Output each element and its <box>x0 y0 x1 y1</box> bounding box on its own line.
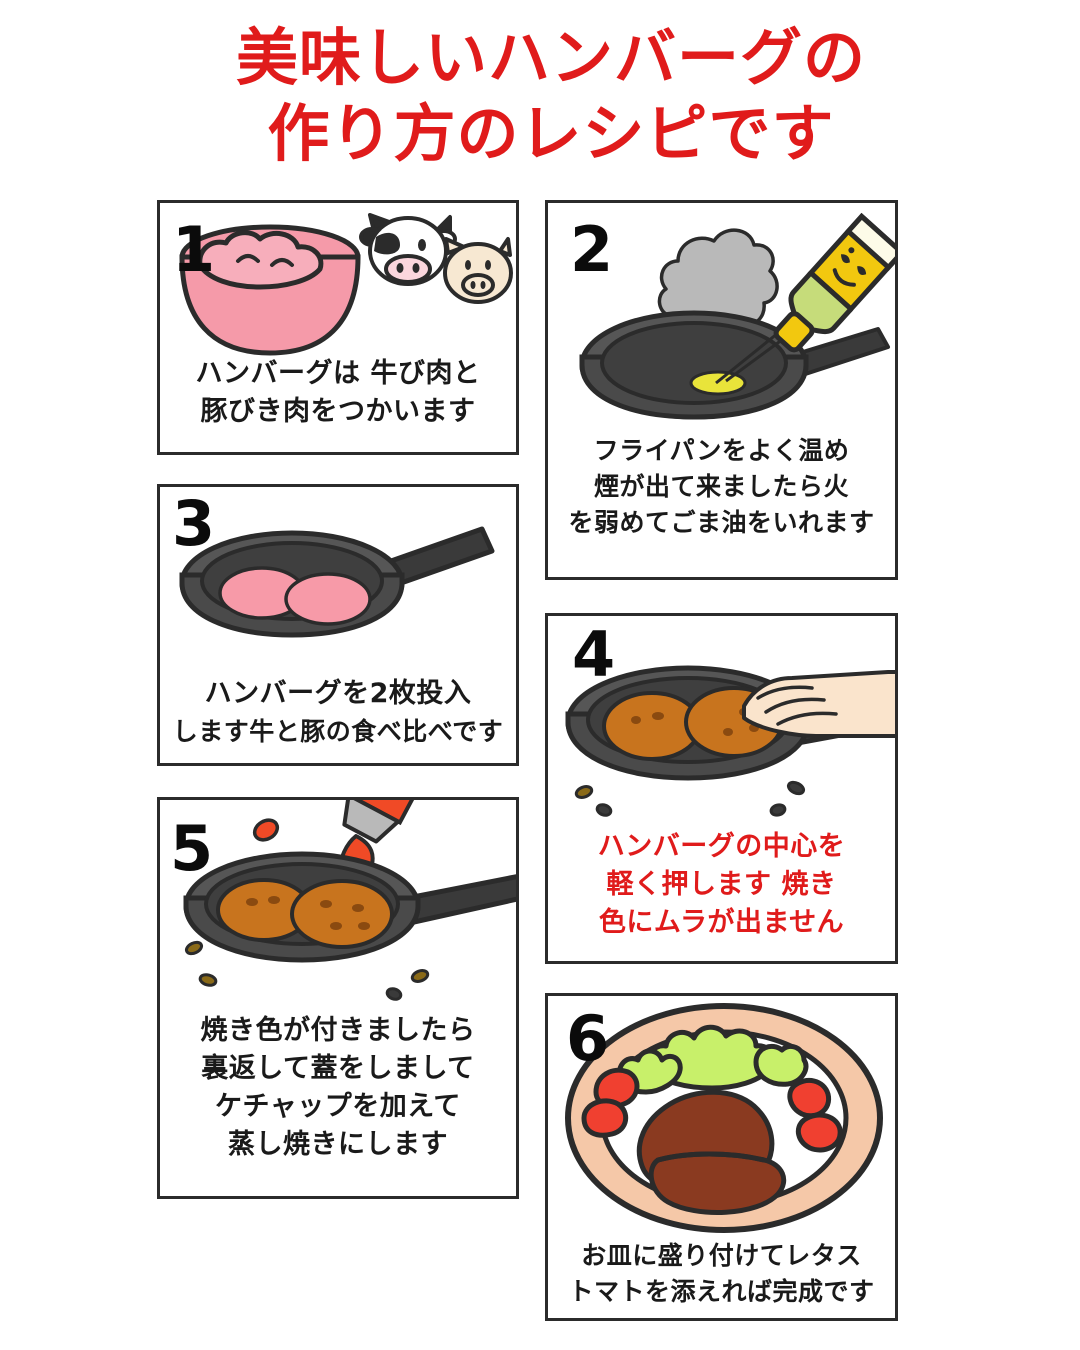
step-caption-4: ハンバーグの中心を 軽く押します 焼き 色にムラが出ません <box>548 828 895 942</box>
step-number-1: 1 <box>172 213 216 286</box>
caption-line: 裏返して蓋をしまして <box>201 1053 475 1084</box>
caption-line: お皿に盛り付けてレタス <box>581 1241 862 1270</box>
step-caption-1: ハンバーグは 牛び肉と 豚びき肉をつかいます <box>160 355 516 431</box>
step-caption-6: お皿に盛り付けてレタス トマトを添えれば完成です <box>548 1238 895 1310</box>
step-number-3: 3 <box>172 487 216 560</box>
step-number-6: 6 <box>566 1002 610 1075</box>
smoking-frying-pan-with-sesame-oil-bottle-icon <box>548 207 895 425</box>
caption-line: ケチャップを加えて <box>215 1091 461 1122</box>
step-number-5: 5 <box>170 812 214 885</box>
step-caption-5: 焼き色が付きましたら 裏返して蓋をしまして ケチャップを加えて 蒸し焼きにします <box>160 1012 516 1164</box>
step-number-2: 2 <box>570 213 614 286</box>
step-caption-2: フライパンをよく温め 煙が出て来ましたら火 を弱めてごま油をいれます <box>548 433 895 541</box>
frying-pan-with-two-raw-patties-icon <box>160 511 516 671</box>
caption-line: 蒸し焼きにします <box>228 1129 448 1160</box>
caption-line: 煙が出て来ましたら火 <box>593 472 849 501</box>
caption-line: ハンバーグは 牛び肉と <box>195 358 481 389</box>
caption-line: フライパンをよく温め <box>593 436 850 465</box>
step-panel-2: 2 <box>545 200 898 580</box>
caption-line: トマトを添えれば完成です <box>568 1277 875 1306</box>
step-panel-4: 4 <box>545 613 898 964</box>
page-title-line1: 美味しいハンバーグの <box>235 21 866 94</box>
step-caption-3: ハンバーグを2枚投入 します牛と豚の食べ比べです <box>160 675 516 751</box>
step-number-4: 4 <box>572 618 616 691</box>
caption-line: 色にムラが出ません <box>598 907 845 938</box>
caption-line: 焼き色が付きましたら <box>200 1015 476 1046</box>
caption-line: します牛と豚の食べ比べです <box>172 717 504 746</box>
caption-line: ハンバーグを2枚投入 <box>204 678 472 709</box>
hand-pressing-patties-in-pan-icon <box>548 634 895 824</box>
caption-line: 豚びき肉をつかいます <box>200 396 476 427</box>
step-panel-6: 6 お皿に盛り付け <box>545 993 898 1321</box>
caption-line: 軽く押します 焼き <box>606 869 837 900</box>
step-panel-5: 5 <box>157 797 519 1199</box>
step-panel-3: 3 ハンバーグを2枚投入 します牛と豚の食べ比べです <box>157 484 519 766</box>
step-panel-1: 1 <box>157 200 519 455</box>
mixing-bowl-with-ground-meat-cow-pig-icon <box>160 209 516 359</box>
finished-plate-with-lettuce-tomato-hamburg-icon <box>548 1002 895 1234</box>
caption-line: を弱めてごま油をいれます <box>568 508 875 537</box>
page-title-line2: 作り方のレシピです <box>267 97 835 170</box>
caption-line: ハンバーグの中心を <box>597 831 846 862</box>
page-title: 美味しいハンバーグの 作り方のレシピです <box>0 20 1080 172</box>
ketchup-bottle-squeezing-into-pan-icon <box>160 800 516 1010</box>
